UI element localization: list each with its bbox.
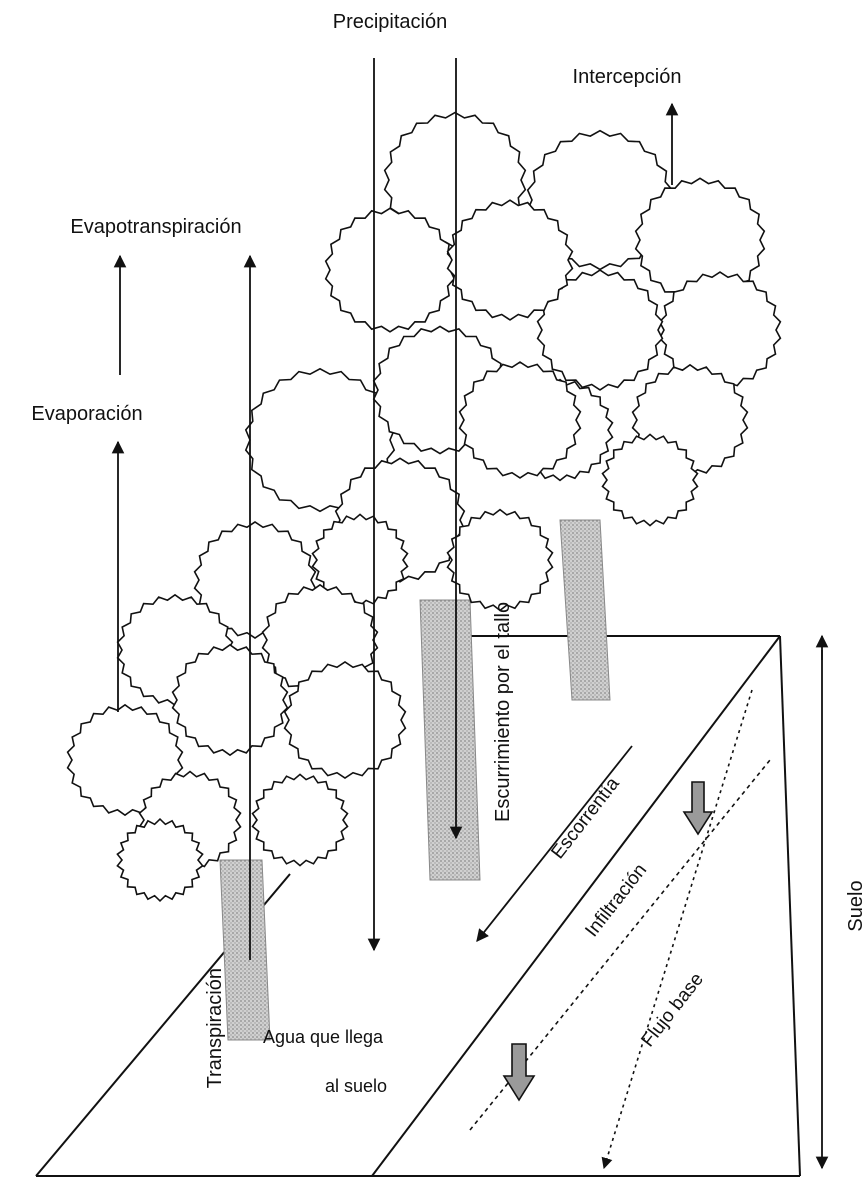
baseflow-arrow	[604, 690, 752, 1168]
tree-back-trunk	[560, 520, 610, 700]
tree-middle-trunk	[420, 600, 480, 880]
label-agua-line1: Agua que llega	[263, 1027, 384, 1047]
label-escorrentia: Escorrentía	[547, 773, 624, 863]
label-transpiracion: Transpiración	[204, 968, 226, 1088]
label-flujo-base: Flujo base	[637, 969, 708, 1051]
trees	[68, 113, 781, 1041]
label-evapotranspiracion: Evapotranspiración	[70, 216, 241, 238]
tree-middle-canopy-leaf	[448, 510, 553, 611]
label-precipitacion: Precipitación	[333, 11, 448, 33]
tree-front-trunk	[220, 860, 270, 1040]
label-escurrimiento: Escurrimiento por el tallo	[492, 602, 514, 822]
label-evaporacion: Evaporación	[31, 403, 142, 425]
tree-middle	[246, 113, 581, 881]
label-agua-line2: al suelo	[325, 1076, 387, 1096]
infiltration-down-arrow-lower	[504, 1044, 534, 1100]
label-suelo: Suelo	[845, 880, 866, 931]
infiltration-down-arrow-upper	[684, 782, 712, 834]
tree-front-canopy-leaf	[253, 774, 348, 865]
infiltration-block-arrows	[504, 782, 712, 1100]
soil-back-edge	[780, 636, 800, 1176]
label-infiltracion: Infiltración	[581, 860, 651, 941]
label-intercepcion: Intercepción	[573, 66, 682, 88]
